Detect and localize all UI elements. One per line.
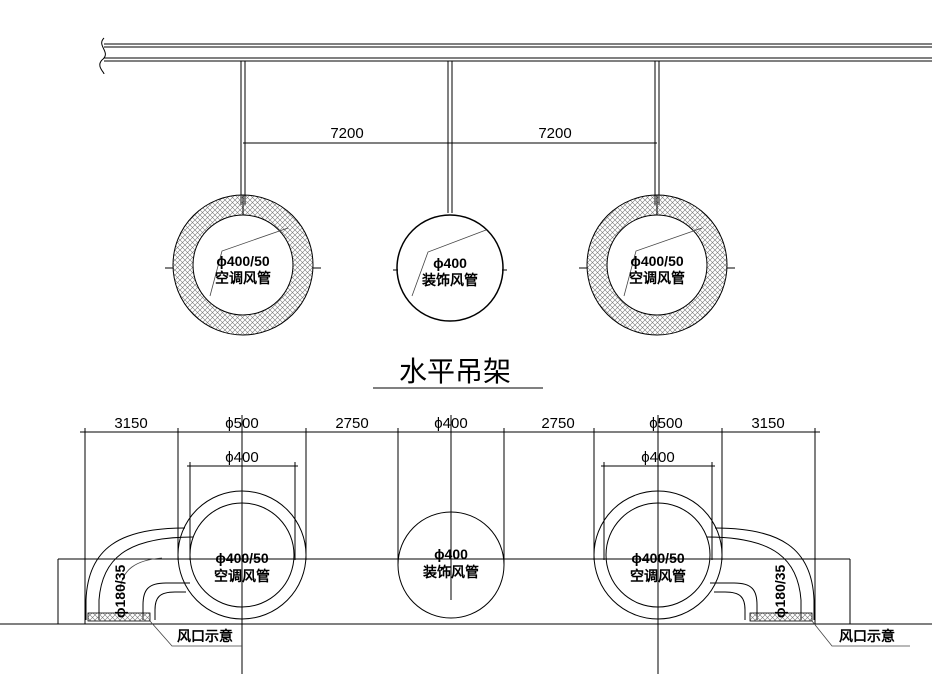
outlet-label-left: 风口示意 xyxy=(177,628,233,644)
duct-name: 装饰风管 xyxy=(422,564,479,580)
hanger-rods xyxy=(240,61,660,213)
duct-size: ϕ400/50 xyxy=(216,253,270,269)
section-title: 水平吊架 xyxy=(399,356,511,387)
duct-size: ϕ400 xyxy=(434,546,468,562)
duct-size: ϕ400/50 xyxy=(215,550,269,566)
duct-size: ϕ400/50 xyxy=(631,550,685,566)
ceiling-beam xyxy=(99,37,932,75)
top-duct-left: ϕ400/50 空调风管 xyxy=(165,194,321,336)
bottom-duct-right: ϕ180/35 ϕ400/50 空调风管 风口示意 xyxy=(593,490,910,647)
bottom-duct-middle: ϕ400 装饰风管 xyxy=(397,511,505,619)
bottom-duct-left: ϕ180/35 ϕ400/50 空调风管 风口示意 xyxy=(85,490,307,647)
top-duct-right: ϕ400/50 空调风管 xyxy=(579,194,735,336)
duct-name: 空调风管 xyxy=(630,568,686,584)
span-left-label: 7200 xyxy=(330,125,363,142)
duct-name: 空调风管 xyxy=(215,270,271,286)
duct-name: 装饰风管 xyxy=(421,272,478,288)
dim-label: 2750 xyxy=(335,415,368,432)
span-right-label: 7200 xyxy=(538,125,571,142)
branch-size-right: ϕ180/35 xyxy=(772,564,788,618)
top-duct-middle: ϕ400 装饰风管 xyxy=(393,214,507,322)
outlet-label-right: 风口示意 xyxy=(839,628,895,644)
span-dimension: 7200 7200 xyxy=(243,125,657,144)
duct-name: 空调风管 xyxy=(629,270,685,286)
duct-size: ϕ400/50 xyxy=(630,253,684,269)
dim-label: ϕ500 xyxy=(649,415,682,432)
branch-size-left: ϕ180/35 xyxy=(112,564,128,618)
duct-name: 空调风管 xyxy=(214,568,270,584)
dim-label: 3150 xyxy=(751,415,784,432)
duct-size: ϕ400 xyxy=(433,255,467,271)
dim-label: 3150 xyxy=(114,415,147,432)
dim-label: 2750 xyxy=(541,415,574,432)
bottom-dimension-chain: 3150 ϕ500 2750 ϕ400 2750 ϕ500 3150 ϕ400 … xyxy=(80,415,820,624)
